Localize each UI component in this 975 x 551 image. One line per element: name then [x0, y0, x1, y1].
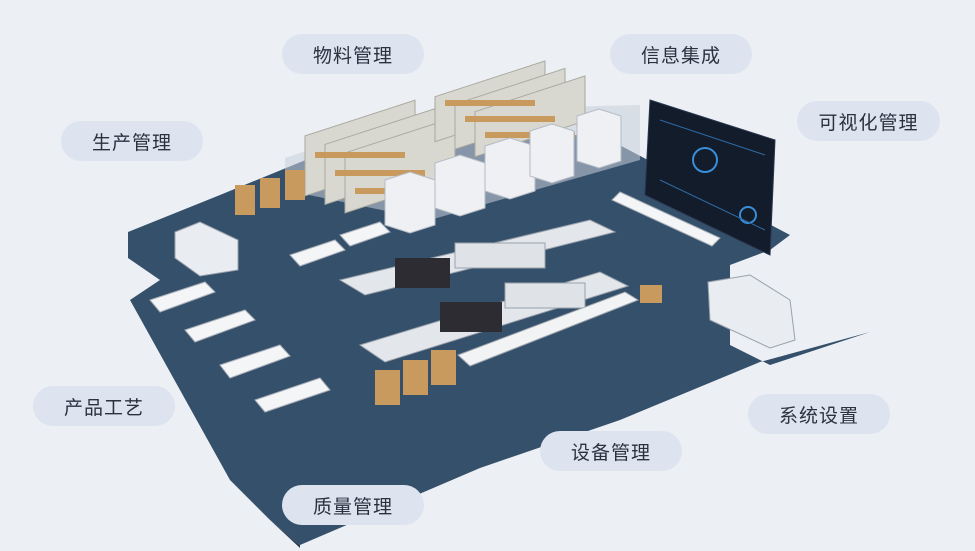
pallet-racks [235, 170, 662, 405]
production-line-2 [358, 271, 630, 363]
quality-management-button[interactable]: 质量管理 [282, 485, 424, 525]
visual-management-button[interactable]: 可视化管理 [797, 101, 940, 141]
truck-right [707, 274, 796, 349]
system-settings-button[interactable]: 系统设置 [748, 394, 890, 434]
workstations-left [149, 221, 391, 413]
truck-left [174, 221, 239, 277]
material-management-button[interactable]: 物料管理 [282, 34, 424, 74]
product-process-button[interactable]: 产品工艺 [33, 386, 175, 426]
storage-tanks [384, 108, 622, 234]
big-screen-dashboard [644, 99, 776, 256]
conveyor-belt [457, 291, 640, 367]
production-line-1 [338, 219, 617, 296]
production-management-button[interactable]: 生产管理 [61, 121, 203, 161]
info-integration-button[interactable]: 信息集成 [610, 34, 752, 74]
workstations-right [611, 191, 721, 247]
equipment-management-button[interactable]: 设备管理 [540, 431, 682, 471]
